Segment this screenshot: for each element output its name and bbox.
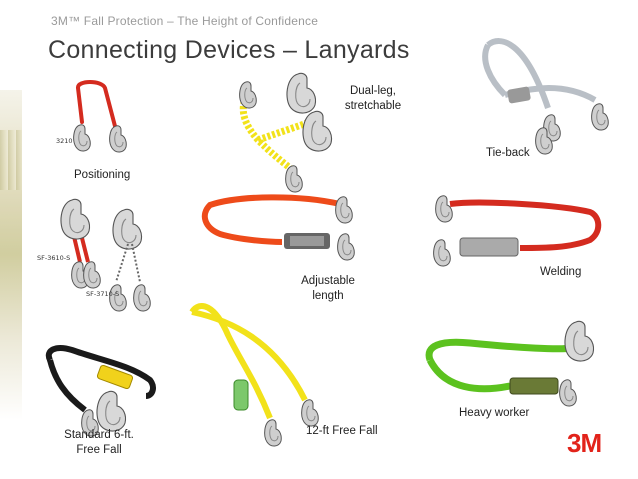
chain [115, 243, 141, 283]
energy-absorber [459, 237, 519, 257]
red-webbing [449, 199, 602, 251]
part-tag: SF-3710-S [86, 290, 120, 298]
3m-logo: 3M [567, 428, 602, 458]
yellow-webbing [256, 114, 322, 144]
rebar-hook-icon [564, 320, 595, 362]
heavy-worker-lanyard [425, 320, 595, 407]
absorber-label [290, 236, 324, 246]
label-standard-6ft: Standard 6-ft. Free Fall [60, 428, 138, 458]
label-heavy-worker: Heavy worker [459, 407, 530, 419]
snap-hook-icon [591, 103, 609, 131]
snap-hook-icon [301, 399, 319, 427]
energy-absorber [507, 86, 531, 104]
energy-absorber [96, 364, 134, 390]
rebar-hook-icon [302, 110, 333, 152]
12ft-free-fall-lanyard [189, 303, 319, 447]
label-welding: Welding [540, 266, 582, 278]
label-text: Dual-leg, stretchable [344, 85, 402, 112]
slide-subtitle: 3M™ Fall Protection – The Height of Conf… [51, 14, 319, 28]
snap-hook-icon [433, 239, 451, 267]
red-webbing [76, 80, 118, 132]
green-webbing [425, 338, 573, 362]
snap-hook-icon [133, 284, 151, 312]
part-tag: SF-3610-S [37, 254, 71, 262]
welding-lanyard [433, 195, 602, 267]
decorative-side-strip [0, 90, 22, 420]
label-adjustable: Adjustable length [298, 274, 358, 304]
rebar-hook-icon [286, 72, 317, 114]
energy-absorber [509, 377, 559, 395]
black-webbing [47, 359, 87, 413]
snap-hook-icon [83, 261, 101, 289]
standard-6ft-lanyard [45, 345, 156, 437]
part-tag: 3210 [56, 137, 73, 145]
label-text: Adjustable length [301, 275, 355, 302]
rebar-hook-icon [96, 390, 127, 432]
black-webbing [45, 345, 156, 399]
green-webbing [426, 358, 511, 393]
snap-hook-icon [264, 419, 282, 447]
rebar-hook-icon [112, 208, 143, 250]
tie-back-lanyard [482, 38, 609, 155]
snap-hook-icon [435, 195, 453, 223]
label-12ft: 12-ft Free Fall [306, 425, 378, 437]
yellow-webbing [189, 303, 273, 420]
slide-title: Connecting Devices – Lanyards [48, 36, 410, 64]
snap-hook-icon [559, 379, 577, 407]
dual-leg-stretchable-lanyard [239, 72, 333, 193]
label-positioning: Positioning [74, 169, 131, 181]
adjustable-length-lanyard [201, 194, 355, 261]
label-dual-leg: Dual-leg, stretchable [338, 84, 408, 114]
snap-hook-icon [239, 81, 257, 109]
yellow-webbing [191, 309, 308, 402]
positioning-rebar-lanyards [60, 198, 151, 312]
snap-hook-icon [337, 233, 355, 261]
label-tie-back: Tie-back [486, 147, 530, 159]
label-text: Standard 6-ft. Free Fall [64, 429, 134, 456]
positioning-lanyard [73, 80, 127, 153]
gray-webbing [482, 43, 508, 98]
snap-hook-icon [73, 124, 91, 152]
orange-webbing [201, 194, 341, 245]
rebar-hook-icon [60, 198, 91, 240]
snap-hook-icon [285, 165, 303, 193]
snap-hook-icon [109, 125, 127, 153]
energy-absorber [233, 379, 249, 411]
snap-hook-icon [335, 196, 353, 224]
